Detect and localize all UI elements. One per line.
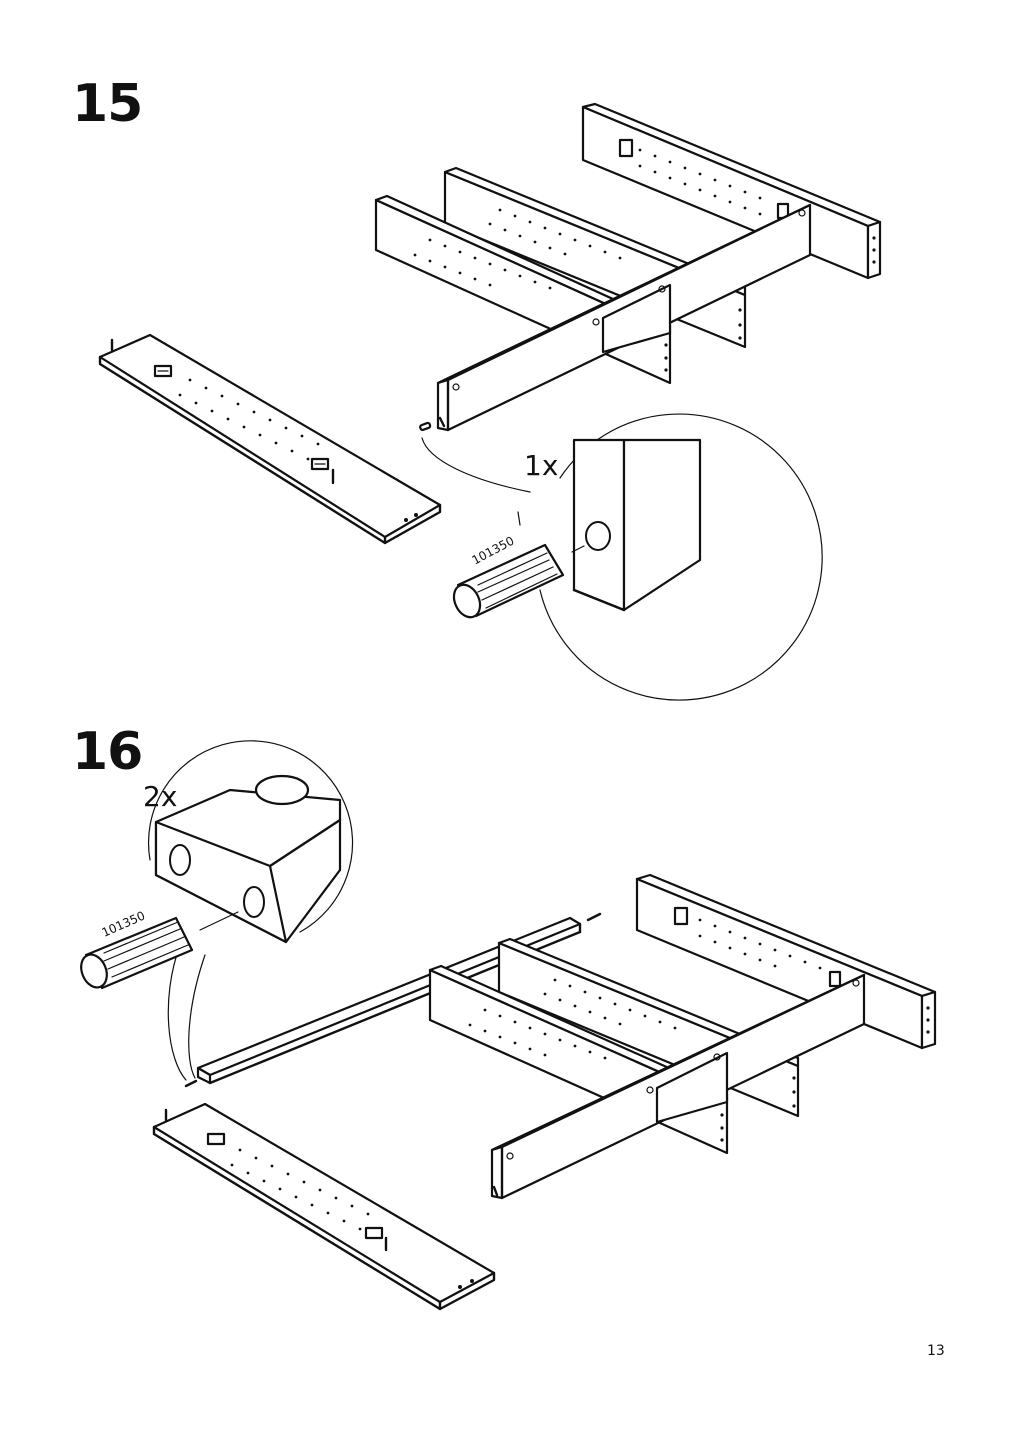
leader-line bbox=[517, 511, 521, 526]
cam-lock-icon bbox=[364, 1226, 384, 1240]
cam-lock-icon bbox=[206, 1132, 226, 1146]
dowel-icon bbox=[452, 543, 585, 619]
cam-lock-icon bbox=[618, 138, 634, 158]
leader-line bbox=[421, 437, 531, 493]
cam-lock-icon bbox=[673, 906, 689, 926]
dowel-icon bbox=[80, 911, 239, 990]
side-panel-loose-16 bbox=[152, 1102, 496, 1311]
frame-15 bbox=[374, 102, 882, 432]
frame-16 bbox=[184, 873, 937, 1200]
detail-callout-circle bbox=[452, 413, 823, 701]
quantity-label: 2x bbox=[143, 780, 178, 813]
dowel-icon bbox=[110, 338, 335, 485]
cam-lock-icon bbox=[828, 970, 842, 988]
detail-callout-circle bbox=[80, 740, 354, 1081]
step-16-number: 16 bbox=[72, 722, 143, 782]
quantity-label: 1x bbox=[524, 449, 559, 482]
cam-lock-icon bbox=[153, 364, 330, 471]
side-panel-loose-15 bbox=[98, 333, 442, 545]
dowel-icon bbox=[419, 421, 432, 432]
page-number: 13 bbox=[927, 1343, 945, 1359]
step-15-number: 15 bbox=[72, 74, 143, 134]
